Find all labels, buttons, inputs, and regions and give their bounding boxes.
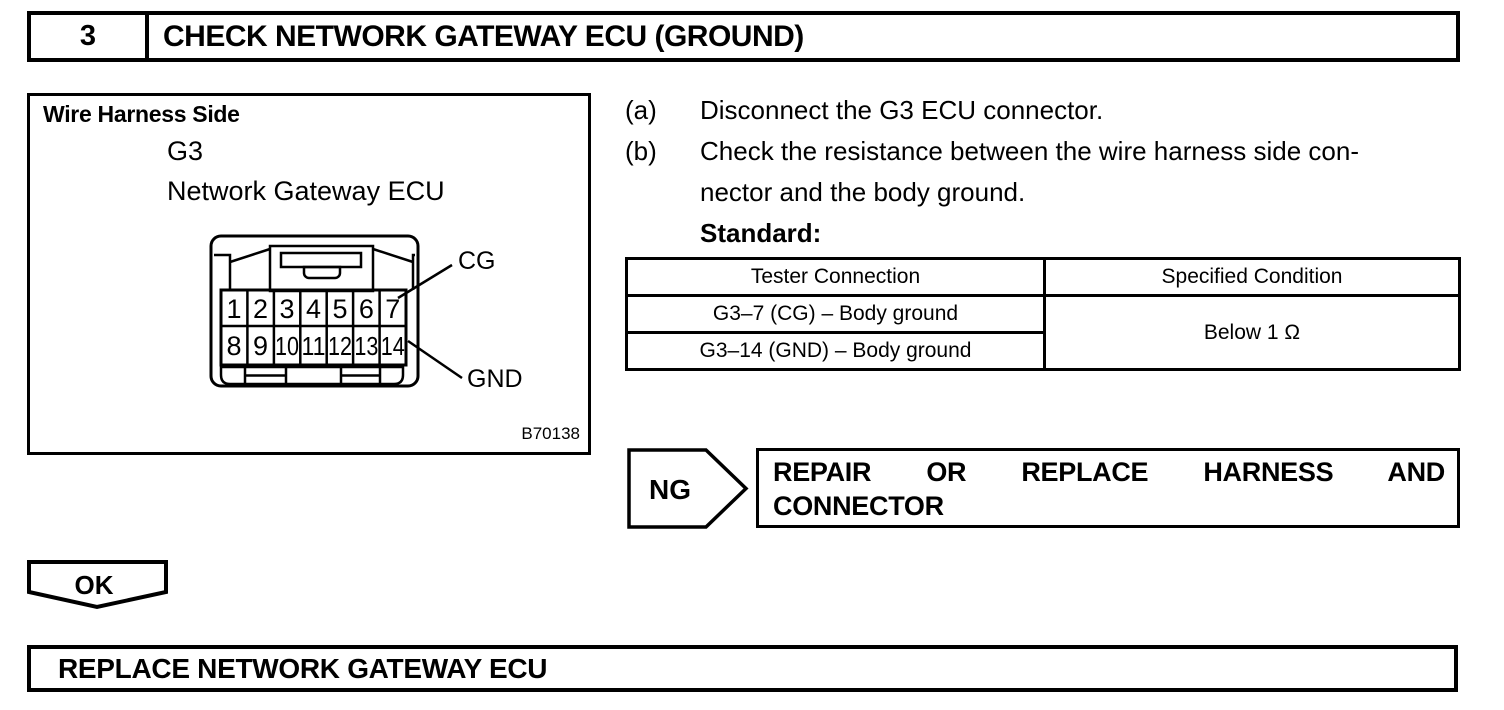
figure-box: 1 2 3 4 5 6 7 8 9 10 11 12 13 14 CG GND …	[27, 93, 591, 455]
pin-number: 7	[385, 294, 400, 324]
pin-number: 11	[302, 331, 326, 361]
figure-code: B70138	[521, 424, 580, 443]
ng-action-line-1: REPAIR OR REPLACE HARNESS AND	[773, 457, 1445, 487]
ng-action-box: REPAIR OR REPLACE HARNESS AND CONNECTOR	[756, 448, 1460, 528]
connector-diagram: 1 2 3 4 5 6 7 8 9 10 11 12 13 14 CG GND	[209, 234, 523, 393]
instruction-list: (a) Disconnect the G3 ECU connector. (b)…	[625, 90, 1491, 254]
connector-id-label: G3	[167, 136, 204, 166]
ng-arrow: NG	[627, 448, 749, 529]
specified-condition-cell: Below 1 Ω	[1043, 294, 1461, 371]
pin-number: 12	[328, 331, 352, 361]
step-b-line-1: Check the resistance between the wire ha…	[700, 136, 1360, 166]
pin-number: 9	[253, 331, 268, 361]
spec-table-header-specified-condition: Specified Condition	[1043, 257, 1461, 297]
cg-label: CG	[458, 247, 496, 275]
step-number: 3	[31, 15, 149, 58]
instruction-step-b: (b) Check the resistance between the wir…	[625, 131, 1491, 213]
ng-label: NG	[649, 474, 691, 505]
connector-body	[209, 234, 420, 388]
pin-number: 13	[354, 331, 378, 361]
step-header-bar: 3 CHECK NETWORK GATEWAY ECU (GROUND)	[27, 11, 1460, 62]
spec-table: Tester Connection Specified Condition G3…	[625, 257, 1461, 371]
pin-number: 10	[275, 331, 299, 361]
ok-label: OK	[75, 570, 114, 600]
spec-table-row: G3–7 (CG) – Body ground Below 1 Ω	[625, 294, 1461, 371]
gnd-leader-line	[407, 339, 463, 380]
pin-number: 14	[381, 331, 405, 361]
step-b-text: Check the resistance between the wire ha…	[700, 131, 1491, 213]
tester-connection-cell: G3–7 (CG) – Body ground	[625, 294, 1046, 334]
connector-name-label: Network Gateway ECU	[167, 176, 445, 206]
instruction-step-a: (a) Disconnect the G3 ECU connector.	[625, 90, 1491, 131]
step-b-marker: (b)	[625, 136, 657, 166]
tester-connection-cell: G3–14 (GND) – Body ground	[625, 331, 1046, 371]
pin-number: 3	[279, 294, 294, 324]
spec-table-header-tester-connection: Tester Connection	[625, 257, 1046, 297]
step-title: CHECK NETWORK GATEWAY ECU (GROUND)	[163, 19, 804, 53]
ng-action-line-2: CONNECTOR	[773, 491, 944, 521]
pin-number: 6	[359, 294, 374, 324]
step-a-marker: (a)	[625, 95, 657, 125]
final-action-bar: REPLACE NETWORK GATEWAY ECU	[27, 645, 1458, 692]
pin-number: 5	[332, 294, 347, 324]
cg-leader-line	[397, 263, 453, 300]
pin-number: 8	[226, 331, 241, 361]
ok-arrow: OK	[27, 560, 168, 610]
pin-number: 1	[226, 294, 241, 324]
step-b-line-2: nector and the body ground.	[700, 177, 1026, 207]
spec-table-header-row: Tester Connection Specified Condition	[625, 257, 1461, 297]
spec-table-row: G3–14 (GND) – Body ground	[625, 331, 1460, 371]
figure-caption: Wire Harness Side	[43, 101, 240, 127]
pin-number: 2	[253, 294, 268, 324]
step-a-text: Disconnect the G3 ECU connector.	[700, 95, 1104, 125]
standard-label: Standard:	[700, 218, 822, 248]
pin-grid	[219, 288, 408, 367]
gnd-label: GND	[467, 365, 523, 393]
final-action-text: REPLACE NETWORK GATEWAY ECU	[58, 652, 548, 684]
pin-number: 4	[306, 294, 321, 324]
